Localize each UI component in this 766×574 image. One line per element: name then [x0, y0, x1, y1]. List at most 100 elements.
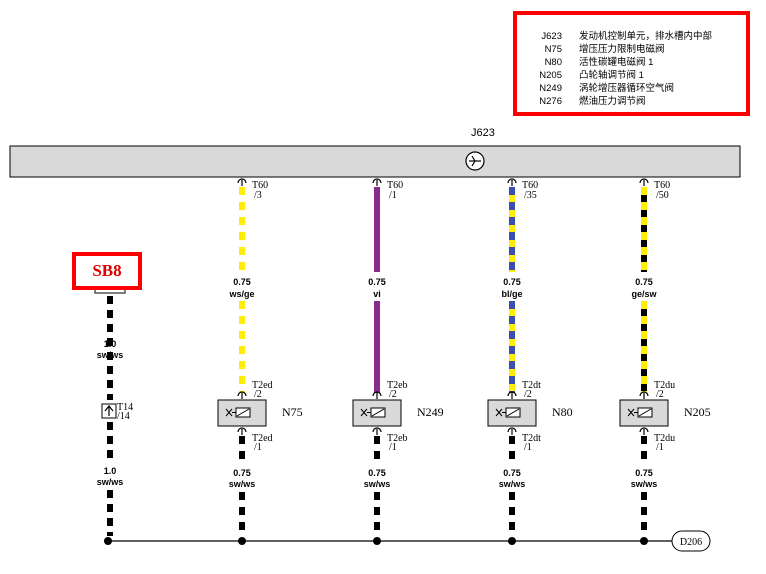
- wire-size: 0.75: [503, 277, 521, 287]
- ecu-connector-pin: /50: [656, 190, 669, 201]
- connector-arrow-icon: [101, 403, 117, 419]
- connector-icon: [237, 391, 247, 397]
- ecu-connector-pin: /35: [524, 190, 537, 201]
- connector-icon: [507, 391, 517, 397]
- ground-junction: [640, 537, 648, 545]
- component-connector-pin: /2: [524, 389, 532, 400]
- legend-row: N205 凸轮轴调节阀 1: [517, 69, 746, 82]
- ecu-connector-pin: /3: [254, 190, 262, 201]
- wire-lower-color-code: sw/ws: [364, 479, 391, 489]
- left-connector-label: T14: [117, 402, 133, 413]
- wire-lower-color-code: sw/ws: [631, 479, 658, 489]
- wire-lower-size: 0.75: [368, 468, 386, 478]
- wire-lower-size: 0.75: [233, 468, 251, 478]
- left-wire-lower-color-code: sw/ws: [97, 477, 124, 487]
- component-connector-label: T2eb: [387, 380, 408, 391]
- legend-desc: 涡轮增压器循环空气阀: [579, 83, 675, 94]
- wire-color-code: vi: [373, 289, 381, 299]
- component-connector-pin: /2: [254, 389, 262, 400]
- ground-point-badge: D206: [671, 530, 711, 552]
- wire-lower-color-code: sw/ws: [499, 479, 526, 489]
- component-lower-connector-label: T2ed: [252, 433, 273, 444]
- component-connector-pin: /2: [656, 389, 664, 400]
- component-lower-connector-pin: /1: [656, 442, 664, 453]
- component-label: N75: [282, 405, 303, 419]
- legend-row: N75 增压压力限制电磁阀: [517, 43, 746, 56]
- legend-desc: 燃油压力调节阀: [579, 96, 646, 107]
- connector-icon: [372, 178, 382, 184]
- wire-size: 0.75: [368, 277, 386, 287]
- legend-desc: 发动机控制单元，排水槽内中部: [579, 31, 713, 42]
- component-connector-label: T2ed: [252, 380, 273, 391]
- left-connector-pin: /14: [117, 411, 130, 422]
- connector-icon: [507, 178, 517, 184]
- component-label: N205: [684, 405, 711, 419]
- component-lower-connector-pin: /1: [524, 442, 532, 453]
- wire-color-code: ge/sw: [631, 289, 657, 299]
- solenoid-valve-icon: [217, 399, 267, 427]
- component-lower-connector-label: T2du: [654, 433, 675, 444]
- ecu-label: J623: [471, 127, 495, 139]
- wire-lower-size: 0.75: [635, 468, 653, 478]
- legend-code: N75: [544, 44, 562, 55]
- legend-box: J623 发动机控制单元，排水槽内中部 N75 增压压力限制电磁阀 N80 活性…: [513, 11, 750, 116]
- connector-icon: [639, 178, 649, 184]
- legend-desc: 凸轮轴调节阀 1: [579, 70, 644, 81]
- solenoid-valve-icon: [352, 399, 402, 427]
- solenoid-valve-icon: [487, 399, 537, 427]
- legend-row: N276 燃油压力调节阀: [517, 95, 746, 108]
- left-wire-color-code: sw/ws: [97, 350, 124, 360]
- ecu-connector-label: T60: [387, 180, 403, 191]
- solenoid-valve-icon: [619, 399, 669, 427]
- connector-icon: [237, 178, 247, 184]
- component-connector-label: T2dt: [522, 380, 541, 391]
- legend-code: N249: [539, 83, 562, 94]
- left-wire: 1.0 sw/ws T14 /14 1.0 sw/ws: [94, 287, 133, 545]
- fuse-label-highlight: SB8: [72, 252, 142, 290]
- ecu-bar: [9, 145, 741, 178]
- ground-junction: [508, 537, 516, 545]
- wire-size: 0.75: [635, 277, 653, 287]
- left-wire-lower-size: 1.0: [104, 466, 117, 476]
- legend-row: N249 涡轮增压器循环空气阀: [517, 82, 746, 95]
- connector-icon: [639, 427, 649, 433]
- legend-row: N80 活性碳罐电磁阀 1: [517, 56, 746, 69]
- wire-lower-size: 0.75: [503, 468, 521, 478]
- connector-icon: [237, 427, 247, 433]
- wire-size: 0.75: [233, 277, 251, 287]
- component-connector-label: T2du: [654, 380, 675, 391]
- legend-desc: 增压压力限制电磁阀: [579, 44, 665, 55]
- connector-icon: [507, 427, 517, 433]
- legend-row: J623 发动机控制单元，排水槽内中部: [517, 30, 746, 43]
- component-lower-connector-label: T2eb: [387, 433, 408, 444]
- ground-junction: [238, 537, 246, 545]
- wire-color-code: ws/ge: [228, 289, 254, 299]
- component-lower-connector-label: T2dt: [522, 433, 541, 444]
- ecu-ground-symbol-icon: [465, 151, 485, 171]
- legend-code: N80: [544, 57, 562, 68]
- connector-icon: [372, 391, 382, 397]
- component-lower-connector-pin: /1: [389, 442, 397, 453]
- ground-label: D206: [680, 537, 702, 548]
- legend-code: N205: [539, 70, 562, 81]
- ecu-connector-label: T60: [654, 180, 670, 191]
- legend-code: J623: [541, 31, 562, 42]
- wire-color-code: bl/ge: [501, 289, 522, 299]
- component-label: N80: [552, 405, 573, 419]
- left-wire-size: 1.0: [104, 339, 117, 349]
- ground-junction: [104, 537, 112, 545]
- ecu-connector-pin: /1: [389, 190, 397, 201]
- ground-junction: [373, 537, 381, 545]
- ecu-connector-label: T60: [252, 180, 268, 191]
- legend-desc: 活性碳罐电磁阀 1: [579, 57, 654, 68]
- ecu-connector-label: T60: [522, 180, 538, 191]
- connector-icon: [639, 391, 649, 397]
- component-lower-connector-pin: /1: [254, 442, 262, 453]
- component-connector-pin: /2: [389, 389, 397, 400]
- channels: T60/30.75ws/geT2ed/2N75T2ed/10.75sw/wsT6…: [217, 178, 711, 545]
